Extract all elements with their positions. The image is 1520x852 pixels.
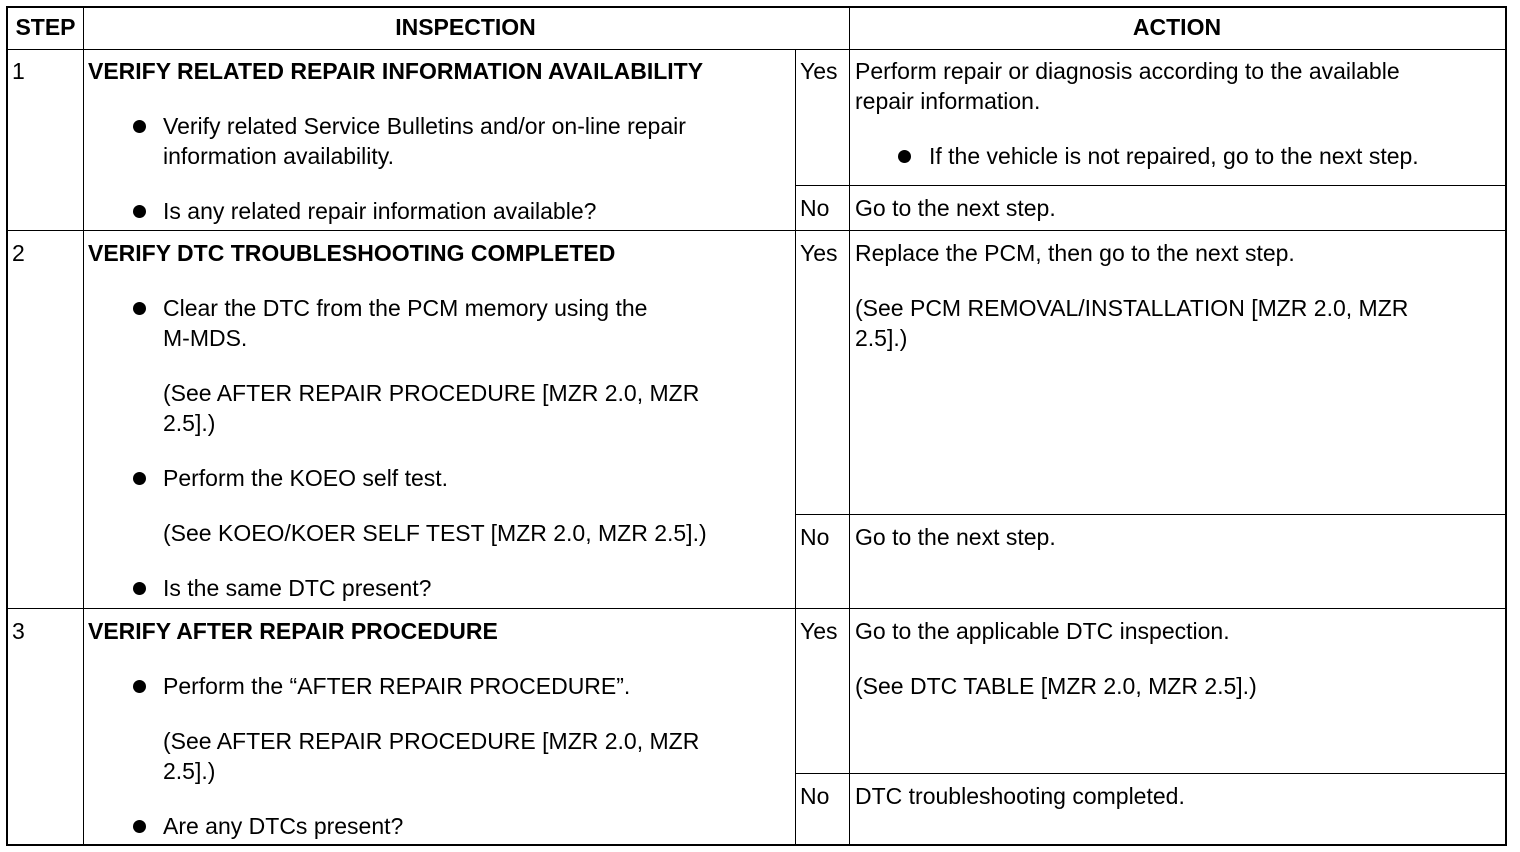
step-number: 1 (12, 58, 25, 84)
action-text: Go to the applicable DTC inspection. (855, 618, 1230, 644)
bullet-icon (133, 120, 146, 133)
inspection-text: Clear the DTC from the PCM memory using … (163, 295, 648, 321)
reference-text: 2.5].) (163, 758, 216, 784)
bullet-icon (133, 582, 146, 595)
step-3-yes-no-divider (795, 773, 1505, 774)
step-number: 2 (12, 240, 25, 266)
header-inspection: INSPECTION (395, 13, 536, 40)
diagnostic-table (6, 6, 1507, 846)
inspection-question: Are any DTCs present? (163, 813, 404, 839)
inspection-question: Is the same DTC present? (163, 575, 432, 601)
bullet-icon (898, 150, 911, 163)
bullet-icon (133, 302, 146, 315)
header-step: STEP (15, 13, 76, 40)
no-label: No (800, 783, 830, 809)
action-text: Go to the next step. (855, 195, 1056, 221)
reference-text: 2.5].) (163, 410, 216, 436)
yes-label: Yes (800, 618, 838, 644)
step-2-divider (8, 608, 1505, 609)
inspection-text: information availability. (163, 143, 394, 169)
reference-text: (See AFTER REPAIR PROCEDURE [MZR 2.0, MZ… (163, 380, 700, 406)
bullet-icon (133, 205, 146, 218)
reference-text: (See KOEO/KOER SELF TEST [MZR 2.0, MZR 2… (163, 520, 707, 546)
column-divider-step (83, 8, 84, 844)
no-label: No (800, 524, 830, 550)
inspection-question: Is any related repair information availa… (163, 198, 597, 224)
action-reference: (See DTC TABLE [MZR 2.0, MZR 2.5].) (855, 673, 1257, 699)
header-action: ACTION (1132, 13, 1222, 40)
yes-label: Yes (800, 58, 838, 84)
reference-text: (See AFTER REPAIR PROCEDURE [MZR 2.0, MZ… (163, 728, 700, 754)
yes-label: Yes (800, 240, 838, 266)
inspection-text: Perform the “AFTER REPAIR PROCEDURE”. (163, 673, 631, 699)
action-text: Go to the next step. (855, 524, 1056, 550)
step-number: 3 (12, 618, 25, 644)
step-1-yes-no-divider (795, 185, 1505, 186)
header-divider (8, 49, 1505, 50)
bullet-icon (133, 472, 146, 485)
action-text: repair information. (855, 88, 1041, 114)
inspection-text: Perform the KOEO self test. (163, 465, 449, 491)
action-reference: (See PCM REMOVAL/INSTALLATION [MZR 2.0, … (855, 295, 1409, 321)
bullet-icon (133, 820, 146, 833)
step-title: VERIFY DTC TROUBLESHOOTING COMPLETED (88, 240, 616, 266)
bullet-icon (133, 680, 146, 693)
step-title: VERIFY RELATED REPAIR INFORMATION AVAILA… (88, 58, 704, 84)
action-reference: 2.5].) (855, 325, 908, 351)
action-bullet-text: If the vehicle is not repaired, go to th… (929, 143, 1419, 169)
inspection-text: M-MDS. (163, 325, 248, 351)
step-title: VERIFY AFTER REPAIR PROCEDURE (88, 618, 498, 644)
column-divider-result (795, 49, 796, 844)
action-text: Perform repair or diagnosis according to… (855, 58, 1400, 84)
action-text: Replace the PCM, then go to the next ste… (855, 240, 1295, 266)
inspection-text: Verify related Service Bulletins and/or … (163, 113, 686, 139)
step-1-divider (8, 230, 1505, 231)
step-2-yes-no-divider (795, 514, 1505, 515)
column-divider-inspection (849, 8, 850, 844)
no-label: No (800, 195, 830, 221)
action-text: DTC troubleshooting completed. (855, 783, 1185, 809)
